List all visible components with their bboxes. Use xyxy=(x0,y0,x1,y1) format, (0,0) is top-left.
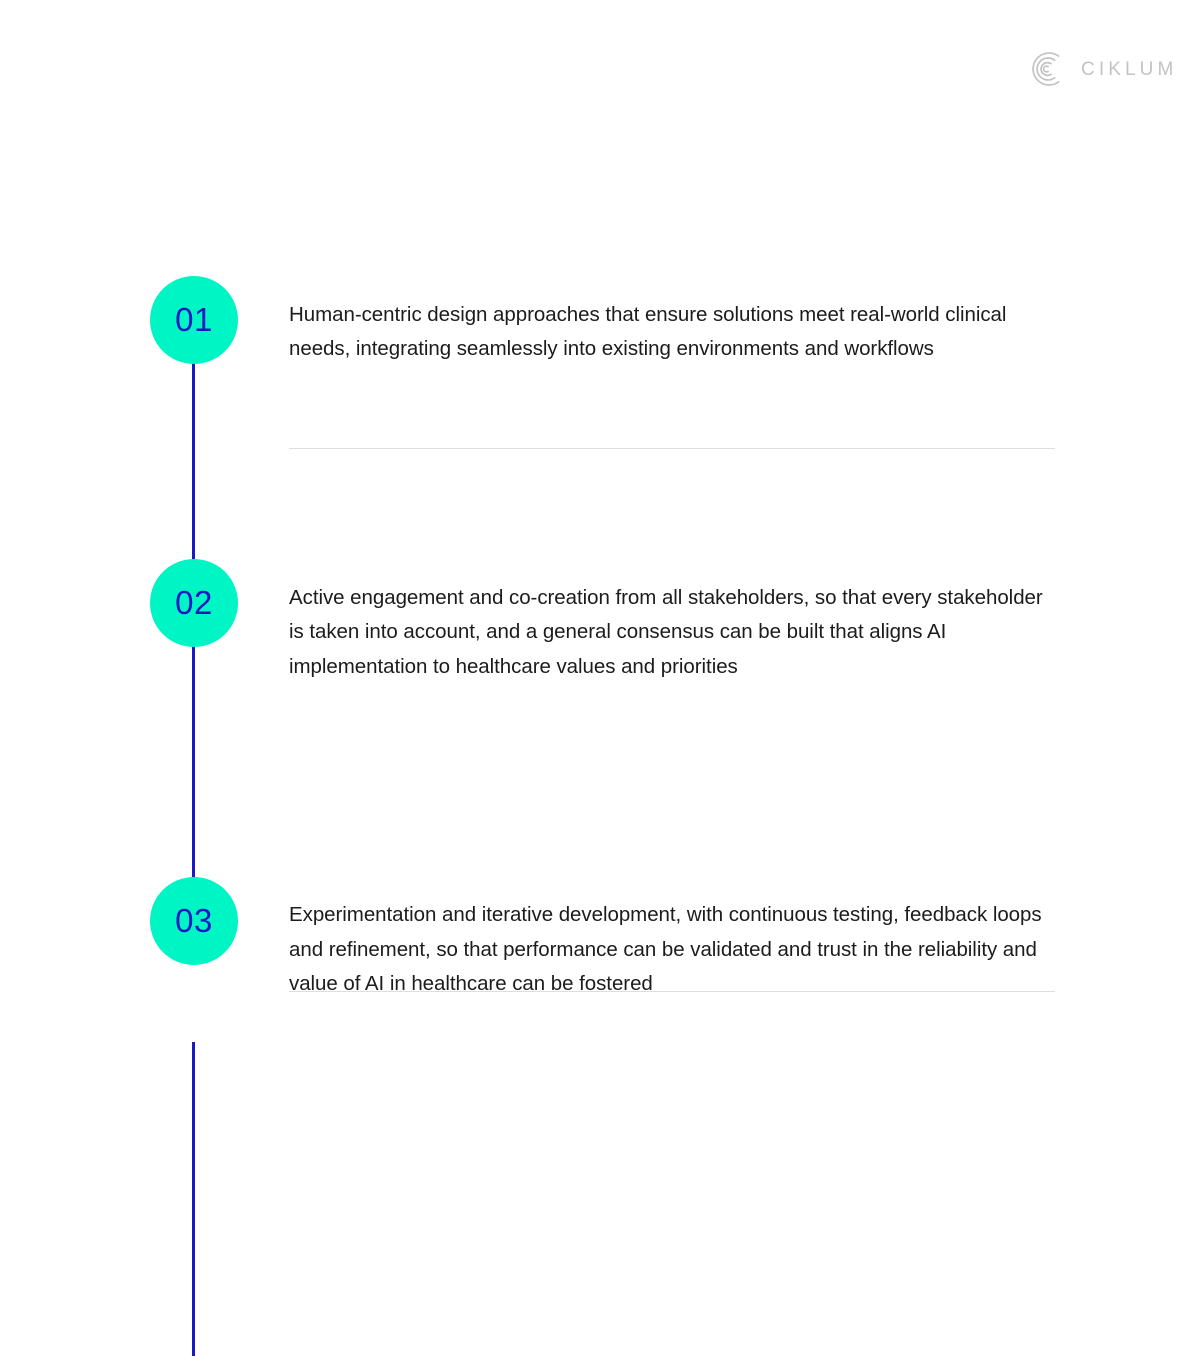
numbered-timeline: 01 Human-centric design approaches that … xyxy=(150,276,1055,1356)
step-number-label: 02 xyxy=(175,584,213,621)
step-body-02: Active engagement and co-creation from a… xyxy=(289,559,1055,705)
brand-wordmark: CIKLUM xyxy=(1081,58,1178,80)
step-body-01: Human-centric design approaches that ens… xyxy=(289,276,1055,387)
step-description: Active engagement and co-creation from a… xyxy=(289,585,1043,678)
ciklum-concentric-c-logo-icon xyxy=(1029,50,1067,88)
step-number-badge-01: 01 xyxy=(150,276,238,364)
timeline-step-02: 02 Active engagement and co-creation fro… xyxy=(150,559,1055,992)
step-number-label: 01 xyxy=(175,301,213,338)
step-number-badge-03: 03 xyxy=(150,876,238,965)
step-divider-1 xyxy=(289,448,1055,449)
timeline-step-03: 03 Experimentation and iterative develop… xyxy=(150,876,1055,1023)
step-body-03: Experimentation and iterative developmen… xyxy=(289,877,1055,1023)
step-number-badge-02: 02 xyxy=(150,559,238,647)
step-description: Human-centric design approaches that ens… xyxy=(289,302,1007,361)
brand-logo: CIKLUM xyxy=(1029,50,1177,88)
step-description: Experimentation and iterative developmen… xyxy=(289,903,1042,995)
step-divider-2 xyxy=(289,991,1055,992)
timeline-step-01: 01 Human-centric design approaches that … xyxy=(150,276,1055,449)
step-number-label: 03 xyxy=(175,901,213,939)
timeline-connector-line xyxy=(192,320,195,1356)
